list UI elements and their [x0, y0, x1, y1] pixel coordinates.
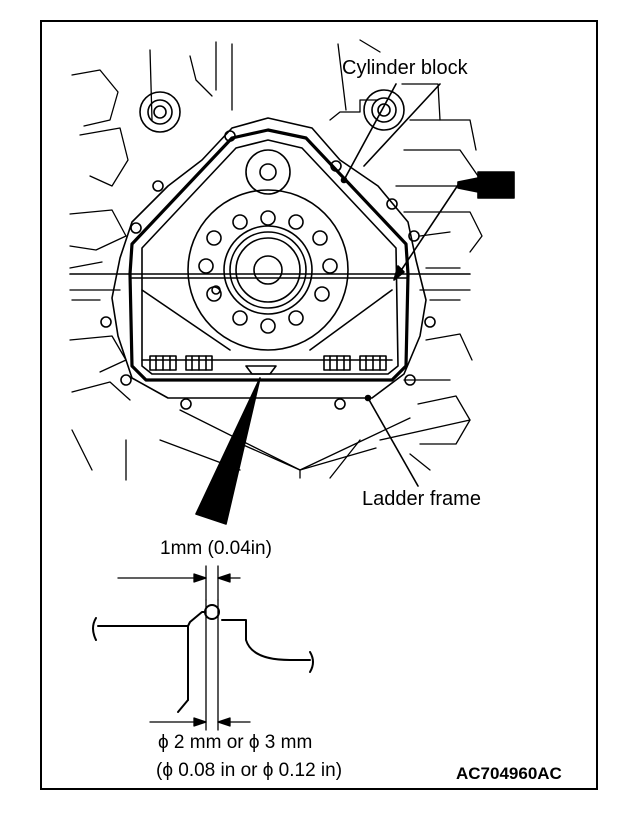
cylinder-block-leader: [343, 83, 397, 181]
detail-pointer: [195, 377, 261, 525]
ladder-frame-bolts: [149, 355, 387, 375]
figure-frame: [40, 20, 598, 790]
sealant-bead-section: [204, 604, 220, 620]
section-detail: [92, 604, 314, 713]
flange-outline: [111, 117, 427, 399]
bead-diameter-in-label: (ϕ 0.08 in or ϕ 0.12 in): [156, 760, 343, 781]
background-casting: [69, 39, 483, 481]
sealant-tube-icon: [393, 171, 515, 281]
ladder-frame-leader: [367, 397, 419, 487]
figure-code: AC704960AC: [456, 764, 562, 783]
cylinder-block-label: Cylinder block: [342, 57, 468, 79]
offset-dimension: [117, 565, 241, 601]
diameter-dimension: [149, 599, 251, 731]
ladder-frame-label: Ladder frame: [362, 488, 481, 510]
bead-diameter-mm-label: ϕ 2 mm or ϕ 3 mm: [158, 732, 313, 753]
bead-offset-label: 1mm (0.04in): [160, 538, 272, 559]
sealant-bead: [128, 128, 410, 382]
